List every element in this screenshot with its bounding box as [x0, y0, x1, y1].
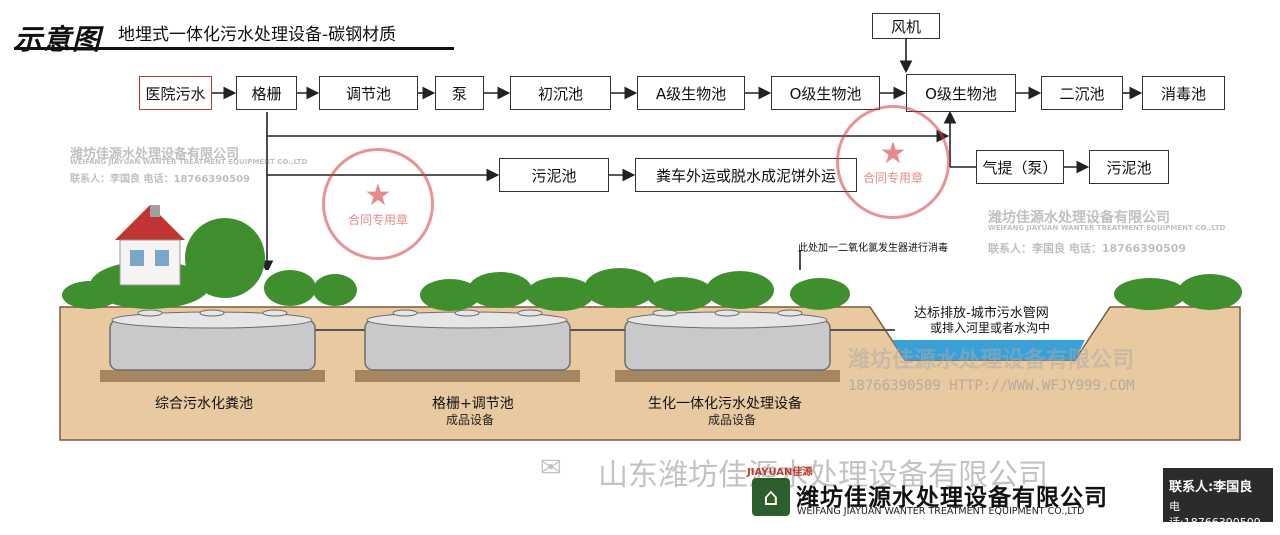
watermark-contact-left: 联系人：李国良 电话：18766390509	[70, 174, 251, 185]
discharge-line-1: 达标排放-城市污水管网	[914, 306, 1049, 321]
watermark-company-right: 潍坊佳源水处理设备有限公司	[988, 210, 1170, 226]
watermark-en-right: WEIFANG JIAYUAN WANTER TREATMENT EQUIPME…	[988, 224, 1226, 232]
flow-box-fan: 风机	[872, 13, 940, 39]
contact-phone: 电话:18766390509	[1169, 500, 1261, 529]
contract-seal-right: ★ 合同专用章	[836, 105, 950, 219]
seal-bottom-text: 合同专用章	[347, 212, 408, 227]
disinfection-note: 此处加一二氧化氯发生器进行消毒	[798, 243, 948, 254]
contract-seal-left: ★ 合同专用章	[322, 148, 434, 260]
flow-box-disinfection-pool: 消毒池	[1142, 76, 1225, 110]
title-underline	[14, 47, 454, 50]
wechat-icon: ✉	[540, 453, 562, 483]
tank3-label: 生化一体化污水处理设备	[648, 396, 802, 412]
watermark-en-left: WEIFANG JIAYUAN WANTER TREATMENT EQUIPME…	[70, 158, 308, 166]
flow-box-sludge-pool-2: 污泥池	[1089, 150, 1169, 184]
flow-box-o-bio-pool-1: O级生物池	[771, 76, 880, 110]
flow-box-grille: 格栅	[236, 76, 297, 110]
watermark-contact-right: 联系人：李国良 电话：18766390509	[988, 242, 1187, 255]
house-logo: ⌂	[752, 478, 790, 516]
flow-box-o-bio-pool-2: O级生物池	[906, 74, 1016, 112]
tank2-label: 格栅+调节池	[432, 396, 514, 412]
watermark-company-scene: 潍坊佳源水处理设备有限公司	[848, 348, 1135, 373]
flow-box-pump: 泵	[435, 76, 484, 110]
flow-box-a-bio-pool: A级生物池	[637, 76, 745, 110]
flow-box-secondary-settling: 二沉池	[1041, 76, 1123, 110]
star-icon: ★	[879, 135, 907, 171]
flow-box-sludge-pool: 污泥池	[499, 158, 609, 192]
flow-box-airlift: 气提（泵）	[976, 150, 1064, 184]
discharge-line-2: 或排入河里或者水沟中	[930, 321, 1051, 335]
tank1-label: 综合污水化粪池	[155, 396, 253, 412]
star-icon: ★	[364, 177, 392, 213]
contact-badge: 联系人:李国良 电话:18766390509	[1163, 468, 1273, 529]
page-title: 示意图	[14, 23, 102, 56]
tank3-sub: 成品设备	[708, 413, 757, 427]
contact-name: 联系人:李国良	[1169, 480, 1253, 495]
tank2-sub: 成品设备	[446, 413, 495, 427]
watermark-url: 18766390509 HTTP://WWW.WFJY999.COM	[848, 378, 1135, 394]
brand-small-label: JIAYUAN佳源	[747, 467, 813, 478]
seal-bottom-text: 合同专用章	[862, 170, 923, 185]
footer-logo-cn: 潍坊佳源水处理设备有限公司	[796, 485, 1108, 511]
watermark-wechat-name: 山东潍坊佳源水处理设备有限公司	[598, 458, 1048, 493]
footer-logo-en: WEIFANG JIAYUAN WANTER TREATMENT EQUIPME…	[797, 506, 1085, 517]
flow-box-primary-settling: 初沉池	[510, 76, 611, 110]
flow-box-hospital-sewage: 医院污水	[139, 76, 212, 110]
flow-box-regulating-pool: 调节池	[319, 76, 418, 110]
underground-scene	[59, 205, 1242, 441]
watermark-company-left: 潍坊佳源水处理设备有限公司	[70, 147, 240, 162]
flow-box-transport: 粪车外运或脱水成泥饼外运	[635, 158, 857, 192]
page-subtitle: 地埋式一体化污水处理设备-碳钢材质	[118, 25, 397, 45]
